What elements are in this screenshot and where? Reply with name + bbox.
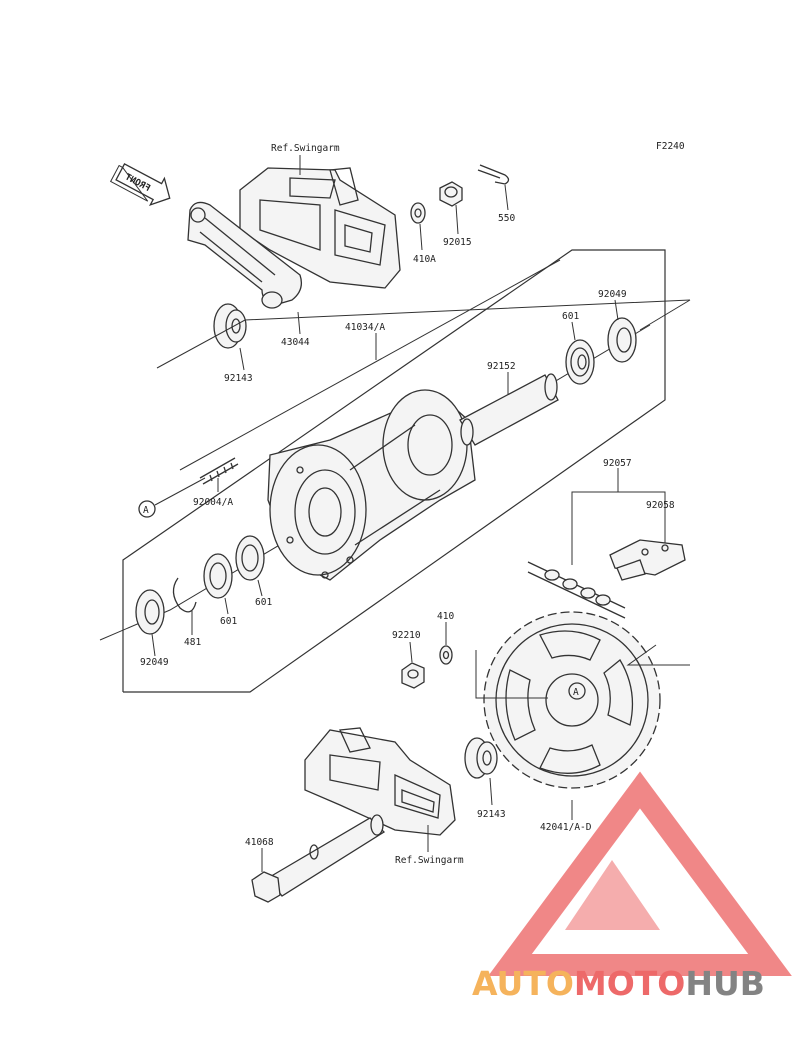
label-ref-swingarm-bottom: Ref.Swingarm [395,855,464,866]
hub-assembly-frame [122,249,666,693]
reference-mark-a-right: A [568,682,586,700]
label-410A: 410A [413,254,436,265]
front-arrow-icon: FRONT [109,163,171,206]
label-601-top: 601 [562,311,579,322]
watermark-auto: AUTO [472,964,574,1003]
label-41068: 41068 [245,837,274,848]
label-42041AD: 42041/A-D [540,822,592,833]
stud-92004A [199,457,239,485]
watermark-moto: MOTO [574,964,685,1003]
seal-92049-top [607,317,637,363]
bearing-601-top [565,339,595,385]
rear-sprocket-42041 [483,611,661,789]
label-92143-bottom: 92143 [477,809,506,820]
label-601-low: 601 [220,616,237,627]
swingarm-bracket-top [187,167,401,309]
label-92210: 92210 [392,630,421,641]
seal-92049-bottom [135,589,165,635]
circlip-481 [172,577,197,613]
label-481: 481 [184,637,201,648]
collar-92143-bottom [464,737,498,779]
label-92004A: 92004/A [193,497,233,508]
svg-text:A: A [143,505,149,516]
master-link-92058 [609,539,686,581]
rear-hub [267,389,476,581]
bearing-601-mid [235,535,265,581]
cotter-pin-550 [477,164,510,185]
label-43044: 43044 [281,337,310,348]
diagram-code: F2240 [656,141,685,152]
label-92152: 92152 [487,361,516,372]
label-550: 550 [498,213,515,224]
axle-41068 [251,814,386,903]
washer-410 [439,645,453,665]
svg-text:A: A [573,687,579,698]
leader-lines [151,155,666,872]
bearing-601-low [203,553,233,599]
label-92058: 92058 [646,500,675,511]
drive-chain-92057 [527,561,626,619]
washer-410A [410,202,426,224]
label-92049-bottom: 92049 [140,657,169,668]
watermark-hub: HUB [685,964,765,1003]
label-92015: 92015 [443,237,472,248]
nut-92015 [439,181,463,207]
nut-92210 [401,662,425,689]
collar-92143-top [213,303,247,349]
label-92049-top: 92049 [598,289,627,300]
automotohub-watermark: AUTOMOTOHUB [472,771,792,1003]
label-92057: 92057 [603,458,632,469]
reference-mark-a-left: A [138,477,206,518]
label-ref-swingarm-top: Ref.Swingarm [271,143,340,154]
spacer-92152 [459,373,559,446]
label-41034A: 41034/A [345,322,385,333]
label-410: 410 [437,611,454,622]
label-601-mid: 601 [255,597,272,608]
svg-text:AUTOMOTOHUB: AUTOMOTOHUB [472,964,765,1003]
label-92143-top: 92143 [224,373,253,384]
watermark-logo-icon [488,771,792,976]
swingarm-bracket-bottom [304,727,456,836]
